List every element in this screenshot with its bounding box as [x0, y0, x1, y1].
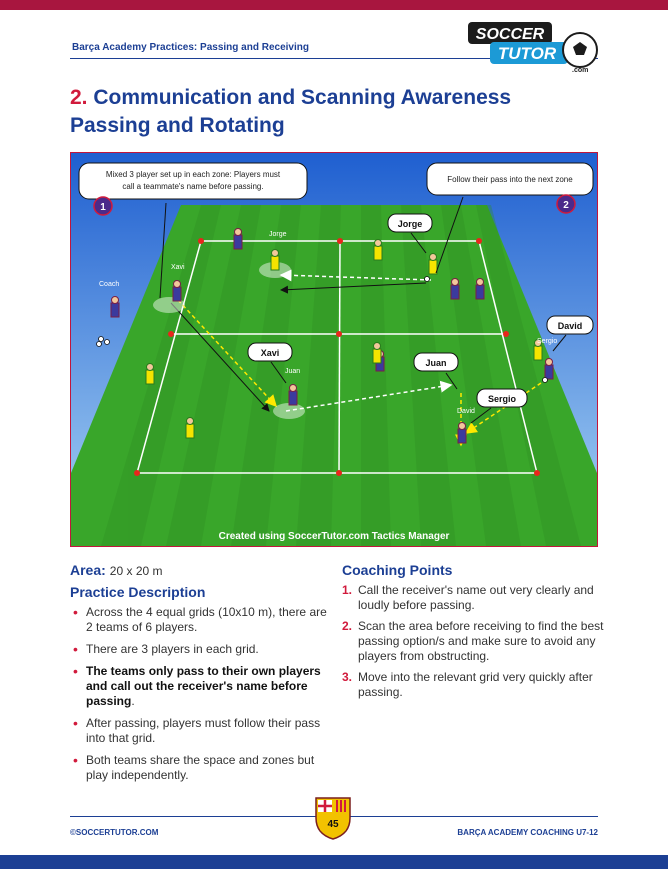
- balls: [96, 276, 548, 383]
- running-header: Barça Academy Practices: Passing and Rec…: [72, 42, 309, 53]
- header-divider: [70, 58, 598, 59]
- svg-text:Juan: Juan: [425, 358, 446, 368]
- callout-2: Follow their pass into the next zone 2: [426, 162, 594, 274]
- players-yellow: [145, 239, 543, 439]
- list-item: •There are 3 players in each grid.: [73, 641, 259, 657]
- label-jorge: Jorge: [269, 231, 287, 238]
- left-column: Area:20 x 20 m Practice Description •Acr…: [70, 562, 330, 790]
- coaching-points-heading: Coaching Points: [342, 562, 453, 578]
- svg-text:Sergio: Sergio: [488, 394, 517, 404]
- soccertutor-logo: SOCCER TUTOR .com: [468, 22, 598, 74]
- svg-text:Jorge: Jorge: [398, 219, 423, 229]
- list-item: 1.Call the receiver's name out very clea…: [342, 583, 594, 612]
- list-item: •After passing, players must follow thei…: [73, 715, 321, 746]
- label-juan: Juan: [285, 368, 300, 375]
- pitch-stripes: [101, 205, 581, 546]
- bubble-xavi: Xavi: [247, 342, 293, 384]
- logo-text-soccer: SOCCER: [476, 26, 545, 43]
- footer-series-title: BARÇA ACADEMY COACHING U7-12: [457, 828, 598, 837]
- label-coach: Coach: [99, 281, 119, 288]
- callout-1-marker: 1: [100, 202, 106, 213]
- practice-description-list: •Across the 4 equal grids (10x10 m), the…: [70, 605, 330, 783]
- list-item: •The teams only pass to their own player…: [73, 663, 321, 709]
- right-column: Coaching Points 1.Call the receiver's na…: [342, 562, 610, 706]
- callout-2-marker: 2: [563, 200, 569, 211]
- player-name-labels: Jorge Xavi Coach Juan Sergio David: [99, 231, 557, 415]
- title-line-1: Communication and Scanning Awareness: [87, 86, 512, 109]
- label-xavi: Xavi: [171, 264, 185, 271]
- pitch-illustration: Jorge Xavi Coach Juan Sergio David Jorge…: [71, 153, 597, 546]
- label-david: David: [457, 408, 475, 415]
- bubble-david: David: [546, 315, 594, 352]
- coaching-points-list: 1.Call the receiver's name out very clea…: [342, 583, 610, 700]
- practice-diagram: Jorge Xavi Coach Juan Sergio David Jorge…: [70, 152, 598, 547]
- list-item: •Across the 4 equal grids (10x10 m), the…: [73, 604, 327, 635]
- bottom-color-bar: [0, 855, 668, 869]
- title-number: 2.: [70, 86, 88, 109]
- callout-2-text: Follow their pass into the next zone: [447, 175, 573, 184]
- area-value: 20 x 20 m: [109, 564, 163, 578]
- title-line-2: Passing and Rotating: [70, 114, 285, 137]
- logo-text-tutor: TUTOR: [498, 44, 557, 63]
- practice-description-heading: Practice Description: [70, 584, 206, 600]
- svg-text:Xavi: Xavi: [261, 348, 280, 358]
- callout-1-text-line-2: call a teammate's name before passing.: [122, 182, 263, 191]
- page-number: 45: [327, 819, 339, 830]
- list-item: 2.Scan the area before receiving to find…: [342, 619, 604, 663]
- bubble-jorge: Jorge: [387, 213, 433, 254]
- svg-text:David: David: [558, 321, 583, 331]
- bubble-juan: Juan: [413, 352, 459, 390]
- label-sergio: Sergio: [537, 338, 557, 345]
- bubble-sergio: Sergio: [470, 388, 528, 424]
- area-label: Area:: [70, 562, 106, 578]
- club-crest-icon: [315, 797, 351, 840]
- footer-copyright: ©SOCCERTUTOR.COM: [70, 828, 159, 837]
- callout-1-text-line-1: Mixed 3 player set up in each zone: Play…: [106, 170, 281, 179]
- speech-bubbles: Jorge Xavi Juan Sergio David: [247, 213, 594, 424]
- cones: [134, 238, 540, 476]
- diagram-credit: Created using SoccerTutor.com Tactics Ma…: [219, 531, 450, 542]
- logo-text-com: .com: [572, 67, 588, 74]
- area-line: Area:20 x 20 m: [70, 562, 330, 578]
- top-color-bar: [0, 0, 668, 10]
- list-item: •Both teams share the space and zones bu…: [73, 752, 315, 783]
- list-item: 3.Move into the relevant grid very quick…: [342, 670, 593, 699]
- callout-1: Mixed 3 player set up in each zone: Play…: [78, 162, 308, 299]
- page-title: 2. Communication and Scanning Awareness …: [70, 84, 610, 140]
